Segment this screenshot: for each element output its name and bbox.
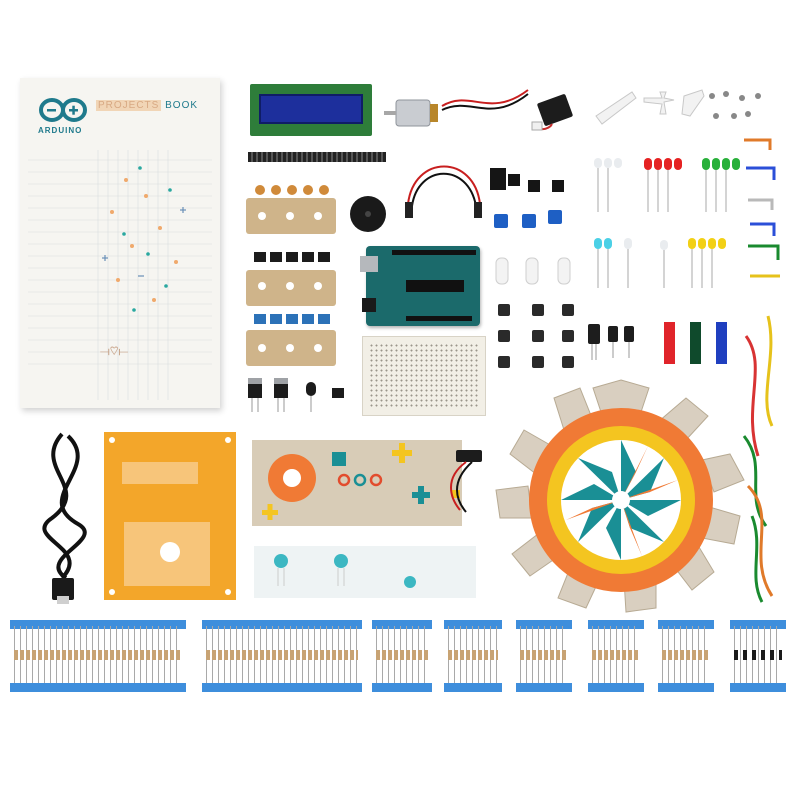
plate-cutouts	[109, 437, 231, 595]
jumper-cables	[405, 165, 482, 218]
tape	[730, 683, 786, 692]
resistor-bodies	[376, 650, 428, 660]
book-title-rest: BOOK	[161, 100, 199, 111]
tape	[444, 620, 502, 629]
resistor-band	[202, 620, 362, 692]
potentiometer	[494, 214, 508, 228]
lcd-screen	[259, 94, 363, 124]
tray-components	[254, 185, 330, 352]
pushbutton	[562, 356, 574, 368]
photoresistors	[495, 257, 571, 285]
resistor-band	[516, 620, 572, 692]
tape	[658, 683, 714, 692]
motor-wires	[441, 89, 529, 111]
piezo-buzzer	[350, 196, 386, 232]
zoetrope-disc	[495, 379, 745, 613]
tape	[516, 683, 572, 692]
resistor-band	[10, 620, 186, 692]
dc-motor	[384, 99, 438, 127]
heart-ornament-icon: ⟞♡⟝	[100, 344, 129, 358]
ic-chip	[552, 180, 564, 192]
resistor-bodies	[448, 650, 498, 660]
game-card-graphics	[262, 443, 460, 520]
book-title: PROJECTS BOOK	[96, 100, 198, 111]
book-brand: ARDUINO	[38, 126, 83, 135]
pin-header	[248, 152, 386, 162]
tape	[10, 683, 186, 692]
power-jack	[362, 298, 376, 312]
projects-book: ARDUINO PROJECTS BOOK	[20, 78, 220, 408]
arduino-uno-board	[360, 246, 480, 326]
usb-port	[360, 256, 378, 272]
tape	[372, 620, 432, 629]
red-gel	[664, 322, 675, 364]
pushbutton	[498, 304, 510, 316]
resistor-band	[658, 620, 714, 692]
resistor-band	[372, 620, 432, 692]
diode-bodies	[734, 650, 782, 660]
resistor-band	[444, 620, 502, 692]
battery-snap	[450, 450, 482, 513]
tape	[658, 620, 714, 629]
tape	[588, 620, 644, 629]
breadboard	[362, 336, 486, 416]
tape	[372, 683, 432, 692]
digital-pin-header	[392, 250, 476, 255]
lcd-display	[250, 84, 372, 136]
voltage-regulators	[248, 378, 344, 412]
leds-row-bottom	[594, 238, 726, 288]
resistor-bodies	[662, 650, 710, 660]
diode-band	[730, 620, 786, 692]
pushbutton	[532, 330, 544, 342]
tape	[516, 620, 572, 629]
resistor-bodies	[592, 650, 640, 660]
resistor-bodies	[520, 650, 568, 660]
breadboard-holes	[369, 343, 479, 409]
pushbutton	[498, 356, 510, 368]
ic-chip	[490, 168, 506, 190]
tape	[588, 683, 644, 692]
usb-cable	[42, 432, 87, 604]
microcontroller-chip	[406, 280, 464, 292]
pushbutton	[562, 304, 574, 316]
pushbutton	[532, 356, 544, 368]
arduino-infinity-icon	[39, 98, 87, 122]
led-diffuser-sheet	[254, 546, 476, 598]
potentiometer	[522, 214, 536, 228]
electrolytic-capacitors	[588, 324, 634, 360]
resistor-bodies	[14, 650, 182, 660]
pushbutton	[562, 330, 574, 342]
green-gel	[690, 322, 701, 364]
leds-row-top	[594, 158, 740, 212]
book-cover-pattern	[28, 150, 212, 400]
game-card	[252, 440, 462, 526]
analog-pin-header	[406, 316, 472, 321]
diffuser-leds	[274, 554, 416, 588]
resistor-bodies	[206, 650, 358, 660]
ic-chip	[508, 174, 520, 186]
orange-wooden-plate	[104, 432, 236, 600]
ic-chip	[528, 180, 540, 192]
tape	[202, 683, 362, 692]
potentiometer	[548, 210, 562, 224]
pushbutton	[498, 330, 510, 342]
tape	[444, 683, 502, 692]
servo-horns	[595, 89, 761, 125]
servo-motor	[531, 94, 573, 131]
tape	[10, 620, 186, 629]
pushbutton	[532, 304, 544, 316]
solid-jumper-wires	[742, 138, 780, 603]
tape	[730, 620, 786, 629]
tape	[202, 620, 362, 629]
blue-gel	[716, 322, 727, 364]
book-title-highlight: PROJECTS	[96, 100, 162, 111]
resistor-band	[588, 620, 644, 692]
